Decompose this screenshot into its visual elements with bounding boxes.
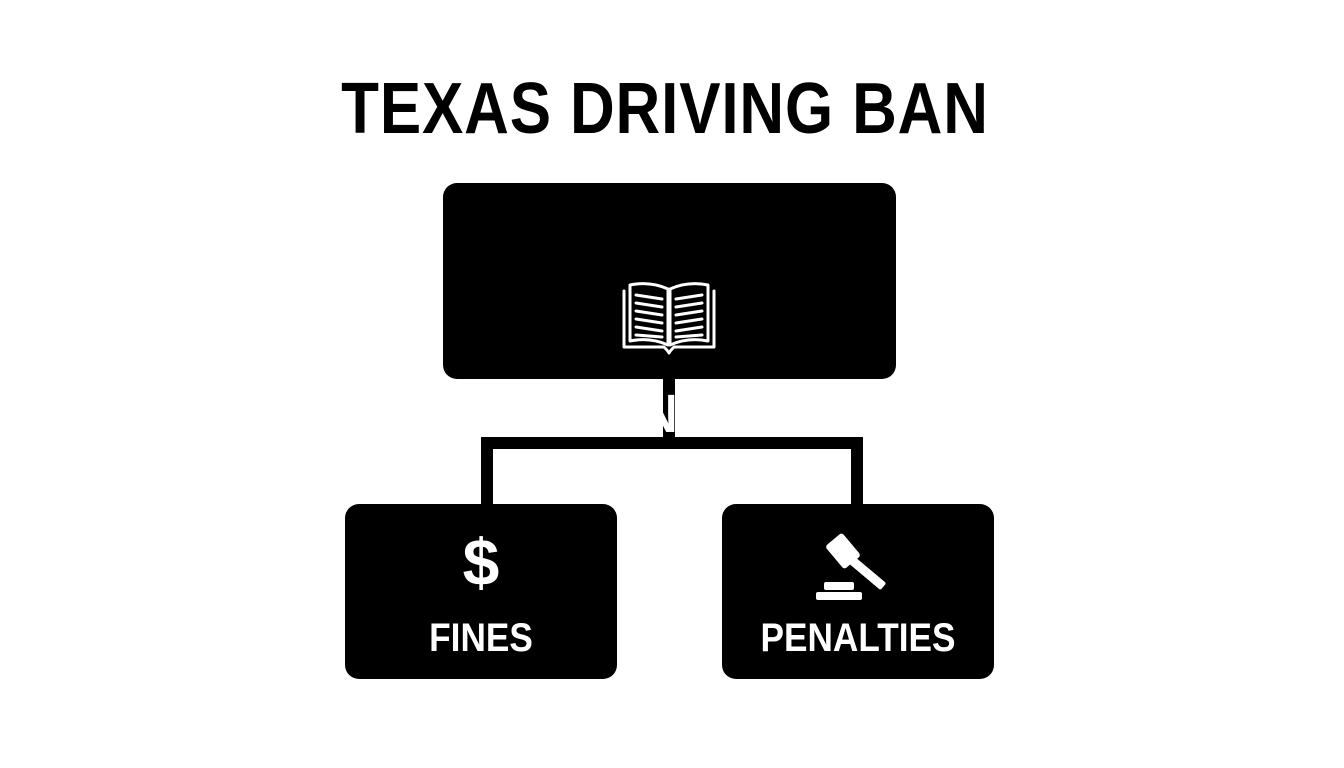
node-penalties: PENALTIES: [722, 504, 994, 679]
node-texting-ban-label: TEXTING BAN: [508, 384, 831, 444]
node-fines: $ FINES: [345, 504, 617, 679]
node-fines-label: FINES: [429, 616, 533, 660]
dollar-sign-icon: $: [462, 525, 500, 599]
gavel-icon: [816, 533, 886, 600]
open-book-icon: [622, 282, 716, 355]
node-texting-ban: TEXTING BAN: [443, 183, 896, 444]
node-penalties-label: PENALTIES: [760, 616, 956, 660]
diagram-title: TEXAS DRIVING BAN: [341, 69, 989, 149]
